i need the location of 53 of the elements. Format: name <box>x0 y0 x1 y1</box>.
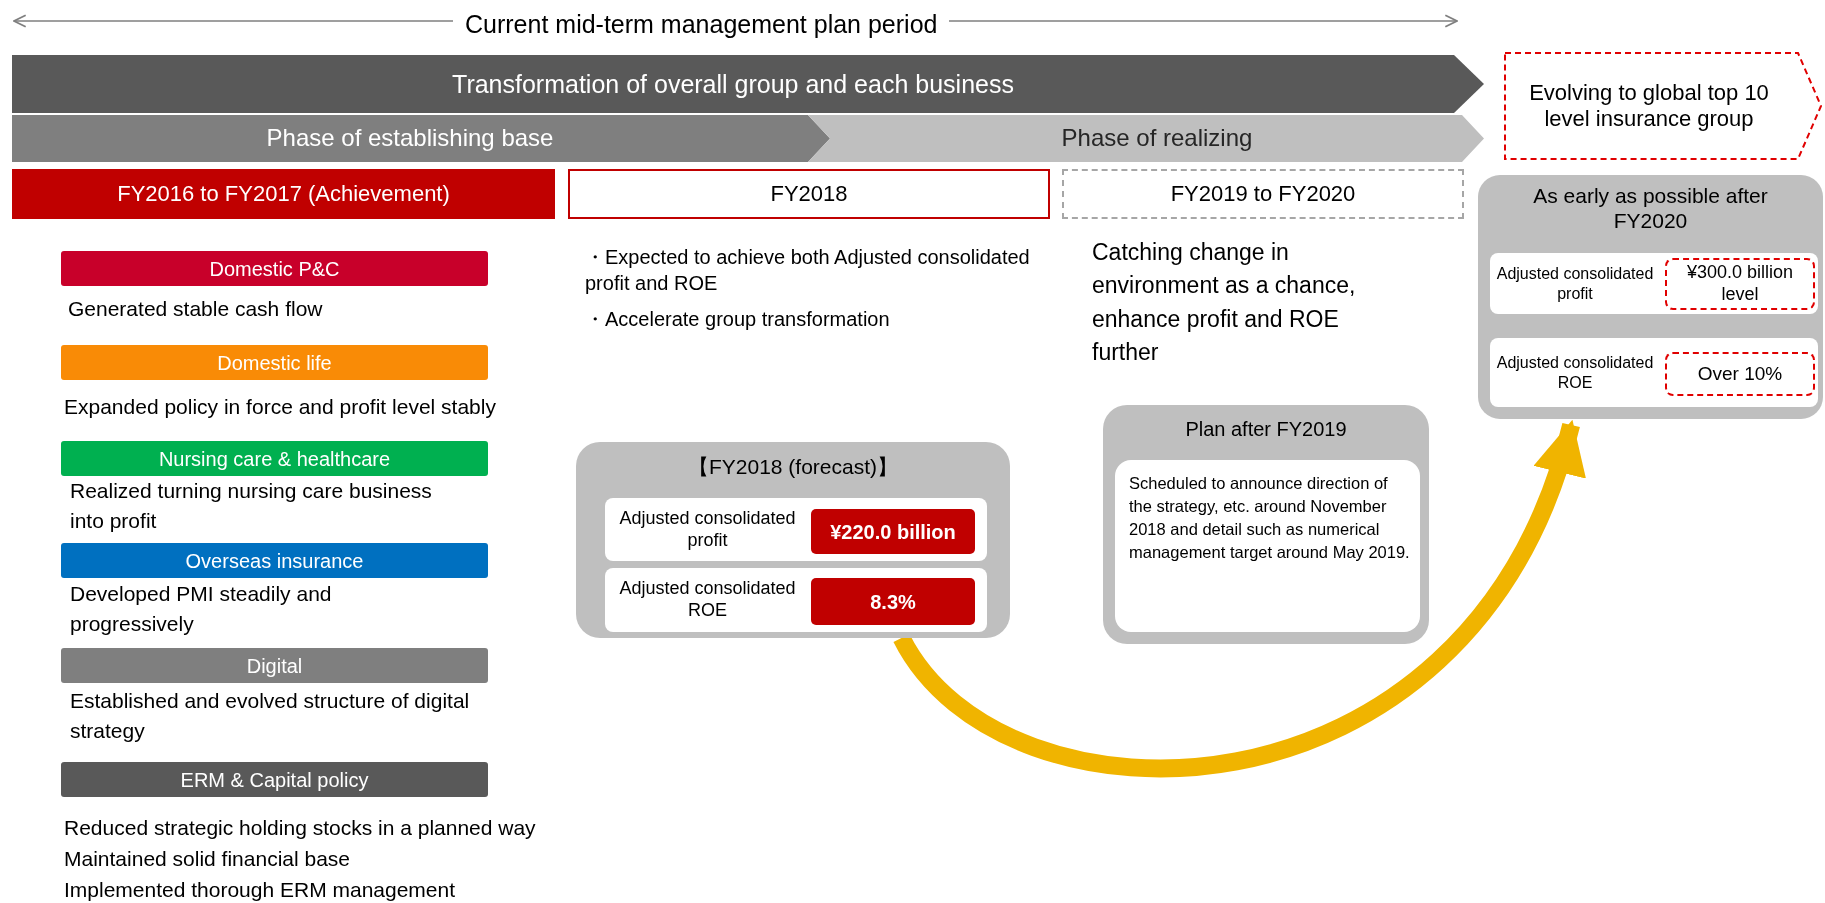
panel-title: 【FY2018 (forecast)】 <box>687 454 899 480</box>
business-bar <box>61 345 488 380</box>
achievement-text: Maintained solid financial base <box>64 846 351 872</box>
business-label: Domestic P&C <box>209 256 340 281</box>
achievement-text: Developed PMI steadily and progressively <box>70 581 333 638</box>
target-row <box>1490 253 1818 314</box>
target-value <box>1665 352 1815 396</box>
bullet-text: ・Expected to achieve both Adjusted consolidated profit and ROE <box>585 245 1031 296</box>
value-text: Over 10% <box>1697 362 1783 386</box>
target-row <box>1490 338 1818 407</box>
band-label: Transformation of overall group and each business <box>452 69 1015 99</box>
period-header <box>12 169 555 219</box>
achievement-text: Realized turning nursing care business into profit <box>70 478 433 535</box>
achievement-text: Expanded policy in force and profit level stably <box>64 394 497 420</box>
forecast-row <box>605 498 987 561</box>
goal-callout <box>1504 52 1822 160</box>
achievement-text: Implemented thorough ERM management <box>64 877 457 903</box>
period-label: FY2019 to FY2020 <box>1170 180 1356 208</box>
goal-text: Evolving to global top 10 level insurance group <box>1528 79 1770 133</box>
target-value <box>1665 258 1815 310</box>
metric-label: Adjusted consolidated profit <box>618 507 797 552</box>
metric-label: Adjusted consolidated profit <box>1495 264 1655 303</box>
bullet-text: ・Accelerate group transformation <box>585 307 891 332</box>
business-bar <box>61 648 488 683</box>
business-label: Digital <box>246 653 303 678</box>
transformation-band <box>12 55 1484 113</box>
achievement-text: Established and evolved structure of digital strategy <box>70 688 471 745</box>
business-label: Overseas insurance <box>185 548 364 573</box>
business-label: Domestic life <box>217 350 332 375</box>
business-bar <box>61 762 488 797</box>
metric-label: Adjusted consolidated ROE <box>618 578 797 622</box>
panel-title: As early as possible after FY2020 <box>1532 183 1769 234</box>
phase-banner <box>808 115 1484 162</box>
business-label: Nursing care & healthcare <box>158 446 391 471</box>
achievement-text: Reduced strategic holding stocks in a planned way <box>64 815 537 841</box>
business-bar <box>61 441 488 476</box>
achievement-text: Generated stable cash flow <box>68 296 324 322</box>
phase-label: Phase of establishing base <box>266 124 555 153</box>
phase-label: Phase of realizing <box>1060 124 1253 153</box>
phase-banner <box>12 115 830 162</box>
forecast-panel <box>576 442 1010 638</box>
period-header <box>1062 169 1464 219</box>
business-label: ERM & Capital policy <box>180 767 369 792</box>
business-bar <box>61 251 488 286</box>
period-label: FY2016 to FY2017 (Achievement) <box>117 180 450 208</box>
period-header <box>568 169 1050 219</box>
value-text: ¥300.0 billion level <box>1685 262 1795 306</box>
note-text: Catching change in environment as a chance, enhance profit and ROE further <box>1092 238 1357 368</box>
forecast-row <box>605 568 987 632</box>
period-label: FY2018 <box>770 180 848 208</box>
target-panel <box>1478 175 1823 419</box>
metric-label: Adjusted consolidated ROE <box>1495 353 1655 392</box>
business-bar <box>61 543 488 578</box>
